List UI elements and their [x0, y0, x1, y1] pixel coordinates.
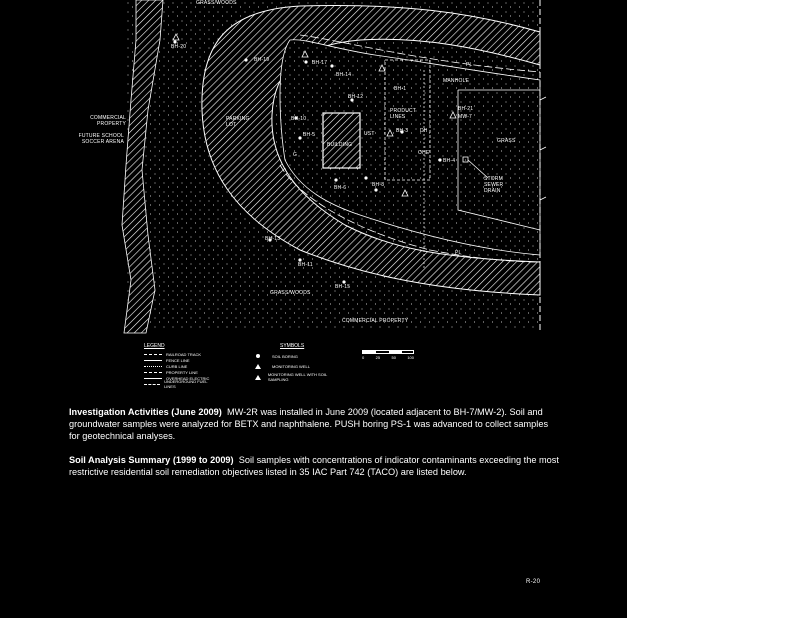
label-commercial-property-left: COMMERCIAL PROPERTY [90, 115, 126, 127]
excavation-hatch-zone [201, 4, 541, 296]
label-grass-right: GRASS [497, 138, 516, 144]
paragraph-investigation: Investigation Activities (June 2009) MW-… [69, 406, 559, 443]
scale-tick: 100 [407, 355, 414, 360]
well-label: BH-5 [303, 132, 316, 138]
document-page: GRASS/WOODS GRASS/WOODS COMMERCIAL PROPE… [0, 0, 627, 618]
body-investigation: MW-2R was installed in June 2009 (locate… [69, 407, 549, 442]
label-building: BUILDING [327, 142, 353, 148]
well-label: BH-20 [171, 44, 187, 50]
symbol-item: MONITORING WELL WITH SOIL SAMPLING [250, 371, 330, 383]
legend-item: FENCE LINE [144, 357, 214, 363]
well-label: BH-6 [334, 185, 347, 191]
scale-tick: 0 [362, 355, 365, 360]
well-label: BH-11 [298, 262, 313, 268]
well-label: UST [364, 131, 375, 137]
map-legend: LEGEND RAILROAD TRACK FENCE LINE CURB LI… [144, 343, 214, 389]
well-label: BH-15 [335, 284, 351, 290]
property-line-south [279, 164, 541, 263]
well-label: BH-1 [394, 86, 407, 92]
legend-item: UNDERGROUND FUEL LINES [144, 379, 214, 389]
label-ohe: OHE [418, 150, 430, 156]
legend-item: PROPERTY LINE [144, 369, 214, 375]
label-storm-sewer: STORM SEWER DRAIN [484, 176, 504, 194]
well-label: BH-21 [458, 106, 474, 112]
well-label: BH-8 [372, 182, 385, 188]
label-commercial-property-bottom: COMMERCIAL PROPERTY [342, 318, 409, 324]
well-label: MW-7 [458, 114, 473, 120]
scale-tick: 50 [391, 355, 396, 360]
label-grass-woods-top: GRASS/WOODS [196, 0, 237, 6]
body-soil-summary: Soil samples with concentrations of indi… [69, 455, 559, 478]
well-label: BH-4 [443, 158, 456, 164]
map-symbols-legend: SYMBOLS SOIL BORING MONITORING WELL MONI… [250, 344, 330, 383]
monitoring-well-markers [172, 33, 457, 197]
heading-investigation: Investigation Activities (June 2009) [69, 407, 222, 417]
page-number: R-20 [526, 579, 541, 585]
grass-boundary [457, 89, 541, 231]
legend-item: CURB LINE [144, 363, 214, 369]
property-line-north [299, 34, 541, 73]
label-pl-north: PL [466, 62, 473, 68]
legend-title: LEGEND [144, 343, 165, 349]
symbol-item: MONITORING WELL [250, 361, 330, 371]
well-label: BH-19 [254, 57, 270, 63]
well-label: G [293, 152, 298, 158]
scale-tick: 25 [375, 355, 381, 360]
building [322, 112, 361, 169]
label-parking-lot: PARKING LOT [226, 116, 250, 128]
paragraph-soil-summary: Soil Analysis Summary (1999 to 2009) Soi… [69, 454, 559, 478]
site-map: GRASS/WOODS GRASS/WOODS COMMERCIAL PROPE… [78, 0, 547, 389]
scale-bar: 0 25 50 100 [362, 350, 414, 360]
label-future-school: FUTURE SCHOOL SOCCER ARENA [78, 133, 124, 145]
ust-area [384, 59, 431, 181]
label-pl-south: PL [455, 250, 462, 256]
paved-lot [279, 39, 541, 256]
well-label: BH-17 [312, 60, 328, 66]
heading-soil-summary: Soil Analysis Summary (1999 to 2009) [69, 455, 234, 465]
well-label: DH [420, 128, 428, 134]
label-product-lines: PRODUCT LINES [390, 108, 417, 120]
well-label: BH-3 [396, 128, 409, 134]
treeline-hatch [121, 0, 164, 334]
boring-markers [173, 40, 442, 284]
well-label: BH-14 [336, 72, 352, 78]
symbols-title: SYMBOLS [280, 343, 305, 349]
symbol-item: SOIL BORING [250, 351, 330, 361]
well-label: BH-13 [265, 236, 281, 242]
label-grass-woods-bottom: GRASS/WOODS [270, 290, 311, 296]
well-label: BH-10 [291, 116, 307, 122]
legend-item: RAILROAD TRACK [144, 351, 214, 357]
legend-item: OVERHEAD ELECTRIC [144, 375, 214, 381]
storm-drain-leader [462, 156, 489, 179]
site-map-drawing [121, 0, 547, 334]
label-manhole: MANHOLE [443, 78, 470, 84]
north-arrow-ticks [539, 96, 547, 201]
well-label: BH-12 [348, 94, 364, 100]
